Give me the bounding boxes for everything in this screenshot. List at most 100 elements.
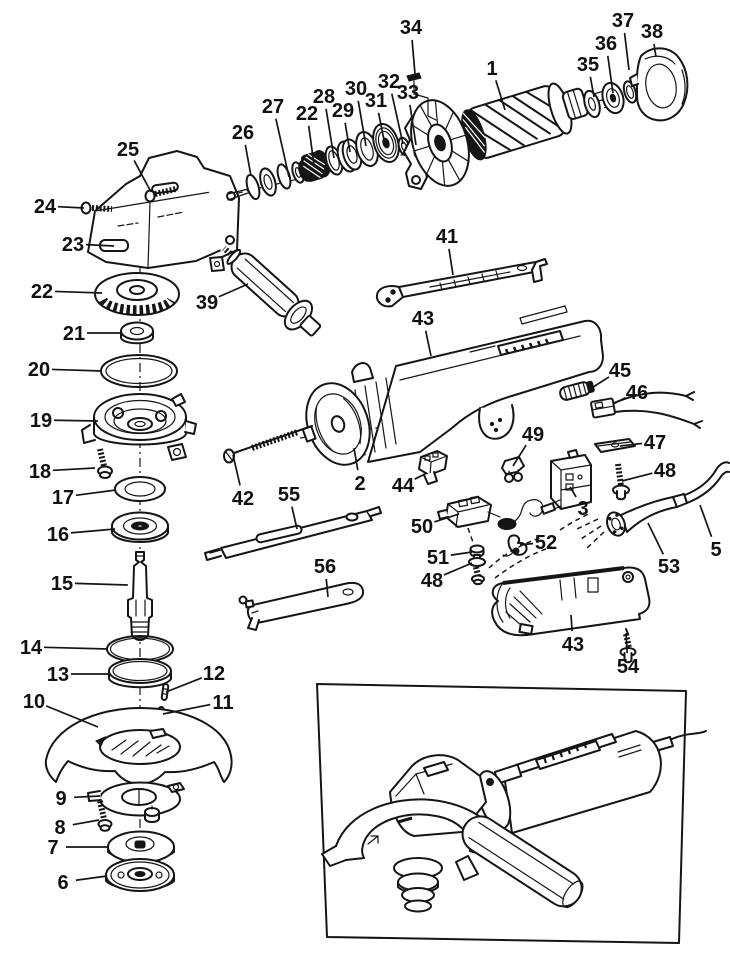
leader-line-bearing-flange — [54, 420, 98, 421]
leader-line-washer-set — [245, 145, 251, 176]
callout-label-bearing-flange: 19 — [30, 410, 52, 432]
clamp-plate-9 — [88, 783, 184, 823]
wheel-guard-10 — [46, 708, 232, 784]
callout-label-side-handle: 39 — [196, 292, 218, 314]
leader-line-side-handle — [219, 284, 248, 297]
leader-line-screw — [58, 207, 84, 208]
leader-line-gear-housing — [86, 245, 114, 246]
end-baffle-38 — [630, 48, 687, 120]
wrench-55 — [205, 507, 381, 560]
motor-housing-43 — [291, 306, 603, 475]
callout-label-spacer: 21 — [63, 323, 85, 345]
leader-line-washer — [590, 77, 594, 97]
side-handle-39 — [213, 236, 328, 344]
leader-line-bearing — [608, 56, 613, 93]
callout-label-clip: 49 — [522, 424, 544, 446]
callout-label-terminal: 46 — [626, 382, 648, 404]
callout-label-o-ring: 20 — [28, 359, 50, 381]
long-screw-42 — [224, 426, 312, 463]
inset-assembled-view — [317, 684, 706, 943]
leader-line-o-ring — [52, 369, 102, 371]
switch-3 — [551, 450, 591, 509]
leader-line-pinion-gear — [309, 126, 314, 165]
callout-label-handle-cover: 43 — [562, 634, 584, 656]
bevel-gear-22 — [95, 273, 179, 315]
callout-label-washer-set: 26 — [232, 122, 254, 144]
armature-1 — [456, 65, 618, 163]
screw-48-bottom — [472, 567, 484, 584]
callout-label-brush-holder: 44 — [392, 475, 415, 497]
leader-line-pin — [166, 678, 202, 692]
terminal-46 — [591, 392, 702, 428]
callout-label-cord-guard: 53 — [658, 556, 680, 578]
leader-line-washer — [358, 101, 366, 146]
leader-line-trigger — [434, 514, 459, 522]
leader-line-end-baffle — [654, 44, 656, 57]
leader-line-bevel-gear — [55, 291, 102, 293]
leader-line-washer — [392, 94, 403, 144]
screw-18 — [98, 449, 112, 478]
callout-label-bevel-gear: 22 — [31, 281, 53, 303]
leader-line-screw — [73, 820, 99, 825]
outer-flange-6 — [106, 859, 174, 891]
callout-label-sleeve: 29 — [332, 100, 354, 122]
screw-24 — [82, 203, 113, 214]
leader-line-cord-guard — [648, 523, 663, 554]
leader-line-button — [451, 552, 472, 555]
callout-label-washer: 30 — [345, 78, 367, 100]
leader-line-retainer — [625, 33, 629, 70]
callout-label-bearing-bracket: 33 — [397, 82, 419, 104]
leader-line-terminal — [613, 398, 625, 404]
leader-line-ring — [326, 109, 334, 158]
wire-dashes — [489, 513, 604, 578]
leader-line-key — [412, 40, 415, 74]
callout-label-armature: 1 — [486, 58, 497, 80]
callout-label-screw: 48 — [654, 460, 676, 482]
callout-label-spindle: 15 — [51, 573, 73, 595]
callout-label-screw: 54 — [617, 656, 640, 678]
callout-label-screw: 24 — [34, 196, 57, 218]
o-ring-20 — [101, 355, 177, 387]
leader-line-spanner — [449, 249, 453, 275]
callout-label-key: 34 — [400, 17, 423, 39]
leader-line-bearing — [379, 113, 384, 140]
pinion-shaft-washers-26 — [228, 163, 293, 201]
screw-54 — [621, 629, 636, 662]
callout-label-pin: 11 — [212, 692, 233, 714]
band-13 — [109, 659, 171, 687]
leader-line-screw — [134, 160, 151, 192]
leader-line-handle-cover — [571, 615, 572, 631]
leader-line-ring — [44, 647, 108, 649]
callout-label-motor-housing: 43 — [412, 308, 434, 330]
leader-line-screw — [444, 563, 472, 575]
callout-label-button: 51 — [427, 547, 449, 569]
leader-line-ball-bearing — [71, 529, 115, 533]
leader-line-long-screw — [233, 455, 240, 485]
leader-line-lever — [520, 543, 533, 545]
callout-label-band: 13 — [47, 664, 69, 686]
callout-label-bearing: 31 — [365, 90, 387, 112]
callout-label-switch: 3 — [577, 498, 588, 520]
screw-8 — [99, 801, 112, 831]
callout-label-latch-plate: 56 — [314, 556, 336, 578]
handle-cover-43 — [492, 568, 649, 636]
spring-45 — [559, 380, 595, 401]
callout-label-washer: 27 — [262, 96, 284, 118]
leader-line-armature — [496, 80, 505, 110]
callout-label-long-screw: 42 — [232, 488, 254, 510]
callout-label-clamp-plate: 9 — [55, 788, 66, 810]
callout-label-end-baffle: 38 — [641, 21, 663, 43]
callout-label-pinion-gear: 22 — [296, 103, 318, 125]
callout-label-screw: 48 — [421, 570, 443, 592]
ball-bearing-16 — [112, 513, 168, 543]
callout-label-pin: 12 — [203, 663, 225, 685]
leader-line-clamp-plate — [74, 796, 100, 797]
leader-line-screw — [53, 468, 95, 470]
leader-line-clip — [513, 445, 526, 466]
callout-label-washer: 17 — [52, 487, 74, 509]
spindle-15 — [128, 552, 152, 640]
callout-label-screw: 25 — [117, 139, 139, 161]
leader-line-pin — [163, 705, 210, 714]
